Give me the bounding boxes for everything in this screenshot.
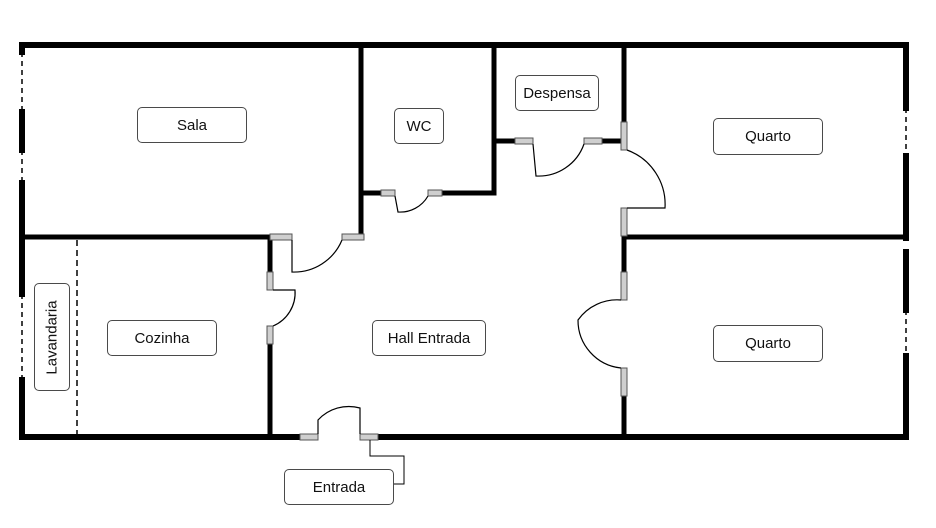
interior-walls <box>19 42 909 440</box>
exterior-walls <box>19 42 909 440</box>
room-label-entrada: Entrada <box>284 469 394 505</box>
room-label-lavandaria-text: Lavandaria <box>43 299 61 375</box>
door-swings <box>272 143 666 434</box>
room-label-quarto-1: Quarto <box>713 118 823 155</box>
window-marks <box>21 52 907 380</box>
room-label-quarto-2: Quarto <box>713 325 823 362</box>
room-label-despensa: Despensa <box>515 75 599 111</box>
room-label-wc: WC <box>394 108 444 144</box>
door-jambs <box>266 121 628 441</box>
room-label-lavandaria: Lavandaria <box>34 283 70 391</box>
room-label-sala: Sala <box>137 107 247 143</box>
entrance-leader-line <box>369 440 405 485</box>
room-label-cozinha: Cozinha <box>107 320 217 356</box>
room-label-hall: Hall Entrada <box>372 320 486 356</box>
